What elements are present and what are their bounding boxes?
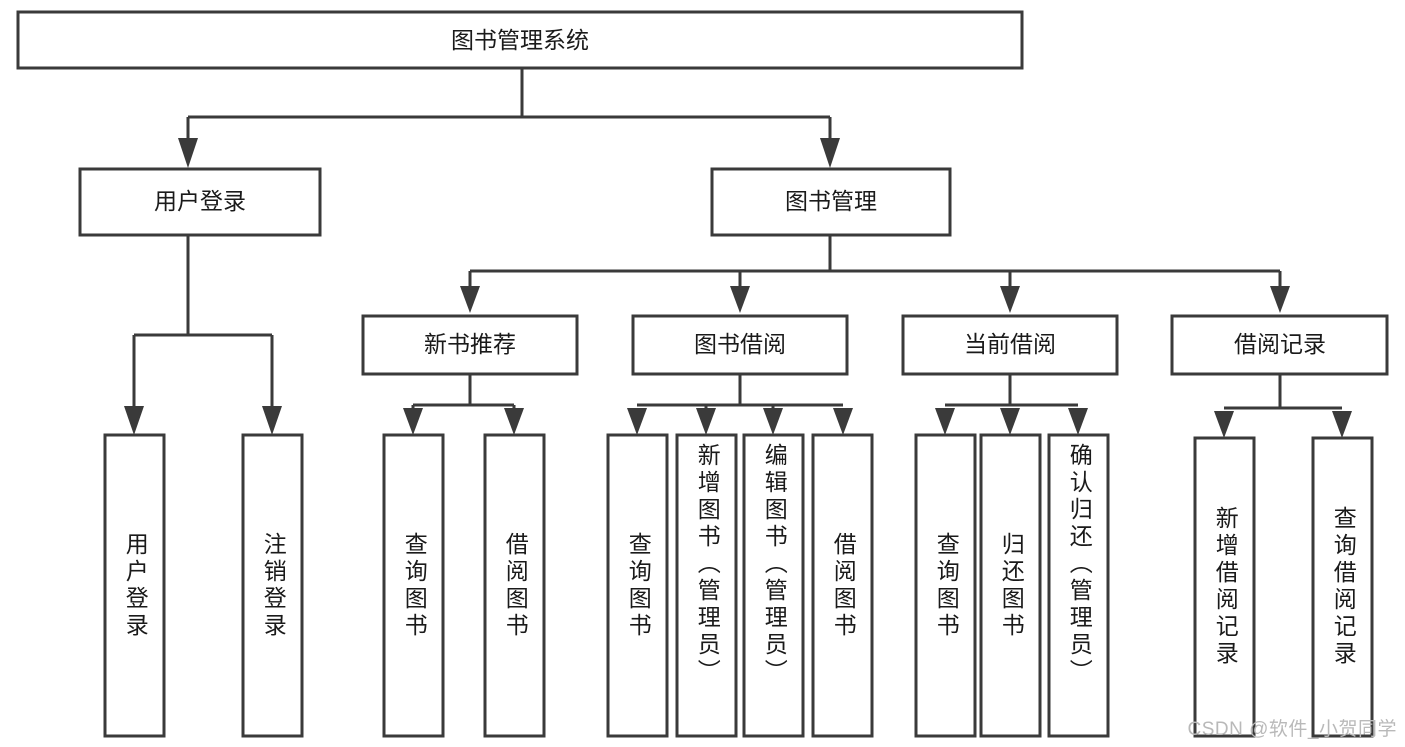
node-box-current-borrow[interactable] (901, 314, 1119, 376)
node-label-book-manage: 图书管理 (785, 188, 877, 214)
arrow-head-bb-leaf-4 (833, 408, 853, 435)
arrow-head-bb-leaf-1 (627, 408, 647, 435)
leaf-box-logout[interactable] (241, 433, 304, 738)
leaf-box-nb-borrow-book[interactable] (483, 433, 546, 738)
leaf-box-cb-query-book[interactable] (914, 433, 977, 738)
node-box-user-login[interactable] (78, 167, 322, 237)
arrow-head-cb-leaf-3 (1068, 408, 1088, 435)
node-label-current-borrow: 当前借阅 (964, 331, 1056, 357)
leaf-box-bb-borrow-book[interactable] (811, 433, 874, 738)
leaf-box-bb-edit-book[interactable] (742, 433, 805, 738)
arrow-head-book-manage (820, 138, 840, 168)
connector-layer (124, 68, 1352, 438)
watermark-text: CSDN @软件_小贺同学 (1187, 719, 1397, 740)
arrow-head-cb-leaf-2 (1000, 408, 1020, 435)
node-box-new-book-recommend[interactable] (361, 314, 579, 376)
node-box-book-borrow[interactable] (631, 314, 849, 376)
node-box-book-manage[interactable] (710, 167, 952, 237)
arrow-head-user-login (178, 138, 198, 168)
node-label-root: 图书管理系统 (451, 27, 589, 53)
arrow-head-borrow-record (1270, 286, 1290, 313)
leaf-box-user-login[interactable] (103, 433, 166, 738)
leaf-box-cb-confirm-return[interactable] (1047, 433, 1110, 738)
node-label-book-borrow: 图书借阅 (694, 331, 786, 357)
node-layer: 图书管理系统 用户登录 图书管理 新书推荐 图书借阅 当前借阅 借阅记录 (16, 10, 1389, 738)
node-label-user-login: 用户登录 (154, 188, 246, 214)
leaf-box-bb-query-book[interactable] (606, 433, 669, 738)
node-box-root[interactable] (16, 10, 1024, 70)
node-label-new-book-recommend: 新书推荐 (424, 331, 516, 357)
node-box-borrow-record[interactable] (1170, 314, 1389, 376)
leaf-box-nb-query-book[interactable] (382, 433, 445, 738)
arrow-head-book-borrow (730, 286, 750, 313)
arrow-head-nb-leaf-1 (403, 408, 423, 435)
arrow-head-cb-leaf-1 (935, 408, 955, 435)
node-label-borrow-record: 借阅记录 (1234, 331, 1326, 357)
leaf-box-cb-return-book[interactable] (979, 433, 1042, 738)
arrow-head-leaf-logout (262, 406, 282, 435)
leaf-box-br-add-record[interactable] (1193, 436, 1256, 738)
arrow-head-new-book (460, 286, 480, 313)
leaf-box-bb-add-book[interactable] (675, 433, 738, 738)
arrow-head-bb-leaf-2 (696, 408, 716, 435)
arrow-head-br-leaf-2 (1332, 411, 1352, 438)
arrow-head-leaf-user-login (124, 406, 144, 435)
leaf-box-br-query-record[interactable] (1311, 436, 1374, 738)
arrow-head-nb-leaf-2 (504, 408, 524, 435)
arrow-head-br-leaf-1 (1214, 411, 1234, 438)
arrow-head-current-borrow (1000, 286, 1020, 313)
arrow-head-bb-leaf-3 (763, 408, 783, 435)
